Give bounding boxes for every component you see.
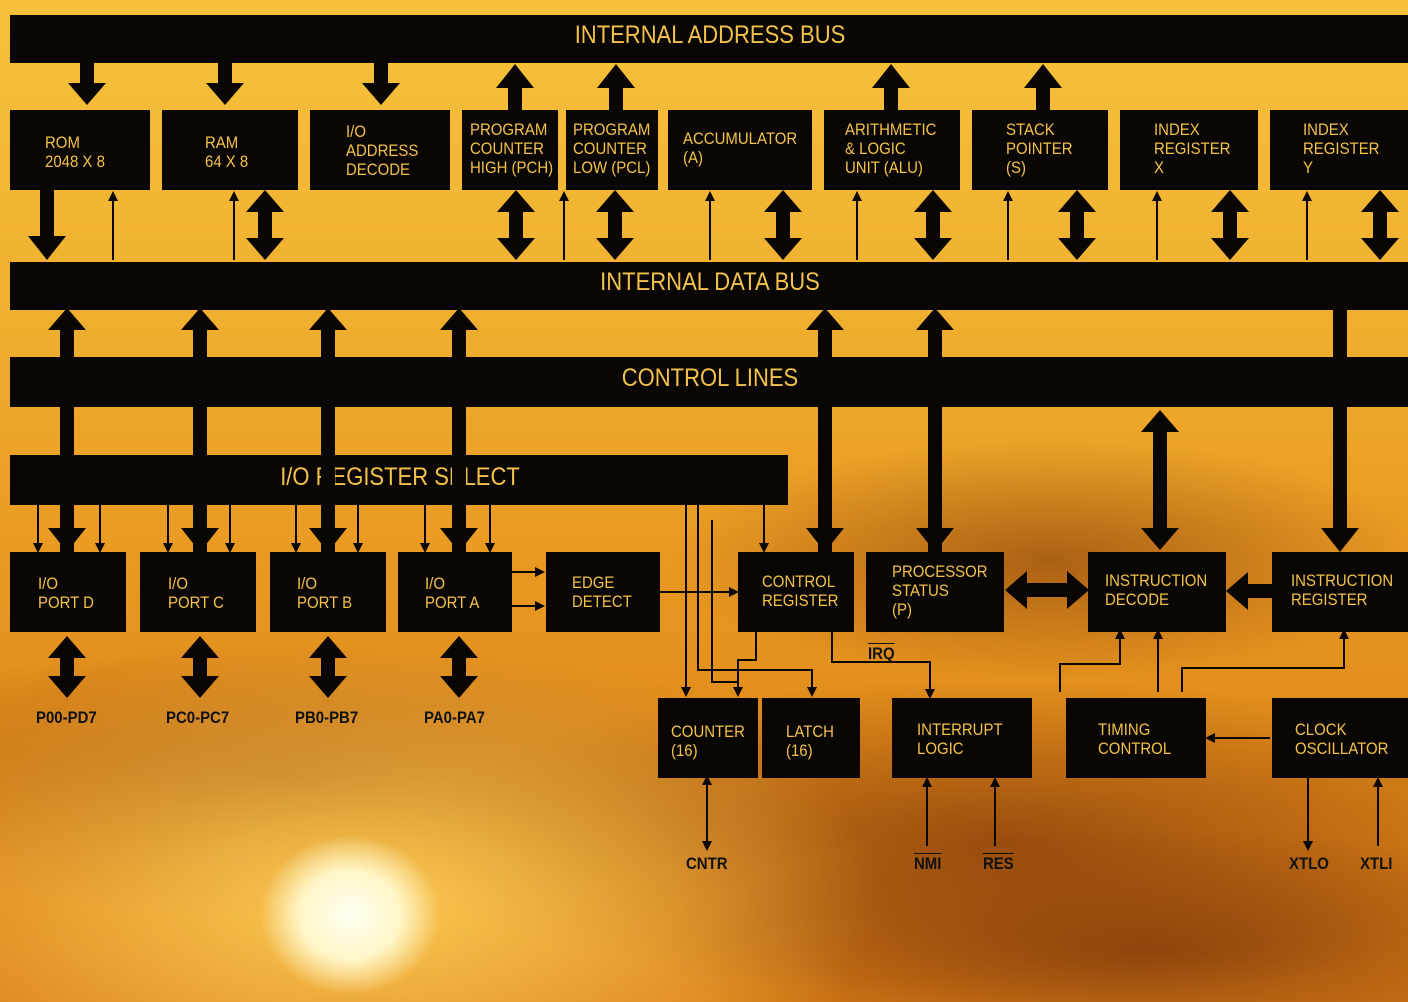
program-counter-high-block (462, 110, 558, 190)
ram-block (162, 110, 298, 190)
accumulator-label: ACCUMULATOR(A) (683, 129, 798, 167)
instruction-register-block (1272, 552, 1408, 632)
index-register-y-block (1270, 110, 1408, 190)
stack-pointer-block (972, 110, 1108, 190)
interrupt-logic-block (892, 698, 1032, 778)
edge-detect-block (546, 552, 660, 632)
accumulator-block (668, 110, 812, 190)
io-port-a-block (398, 552, 512, 632)
xtli-signal: XTLI (1360, 854, 1393, 873)
internal-data-bus (10, 262, 1408, 310)
timing-control-block (1066, 698, 1206, 778)
nmi-signal: NMI (914, 854, 942, 873)
io-port-b-block (270, 552, 386, 632)
latch-label: LATCH(16) (786, 722, 834, 760)
res-signal: RES (983, 854, 1014, 873)
alu-block (824, 110, 960, 190)
clock-oscillator-block (1272, 698, 1408, 778)
xtlo-signal: XTLO (1289, 854, 1329, 873)
port-a-pins: PA0-PA7 (424, 708, 485, 727)
instruction-decode-block (1088, 552, 1226, 632)
cntr-signal: CNTR (686, 854, 728, 873)
control-register-block (738, 552, 854, 632)
thin-signal-lines (33, 191, 1383, 851)
internal-address-bus (10, 15, 1408, 63)
counter-label: COUNTER(16) (671, 722, 745, 760)
io-port-c-block (140, 552, 256, 632)
port-b-pins: PB0-PB7 (295, 708, 359, 727)
rom-block (10, 110, 150, 190)
io-port-d-block (10, 552, 126, 632)
index-register-x-block (1120, 110, 1258, 190)
internal-data-bus-label: INTERNAL DATA BUS (600, 268, 820, 296)
port-c-pins: PC0-PC7 (166, 708, 230, 727)
irq-signal: IRQ (868, 644, 895, 663)
counter-block (658, 698, 758, 778)
io-register-select-label: I/O REGISTER SELECT (280, 463, 520, 491)
port-d-pins: P00-PD7 (36, 708, 97, 727)
internal-address-bus-label: INTERNAL ADDRESS BUS (574, 21, 846, 49)
program-counter-low-block (566, 110, 658, 190)
processor-status-block (866, 552, 1004, 632)
latch-block (762, 698, 860, 778)
io-register-select-bus (10, 455, 788, 505)
control-lines-bus (10, 357, 1408, 407)
io-address-decode-block (310, 110, 450, 190)
control-lines-label: CONTROL LINES (621, 364, 799, 392)
thick-bus-arrows (28, 63, 1399, 698)
